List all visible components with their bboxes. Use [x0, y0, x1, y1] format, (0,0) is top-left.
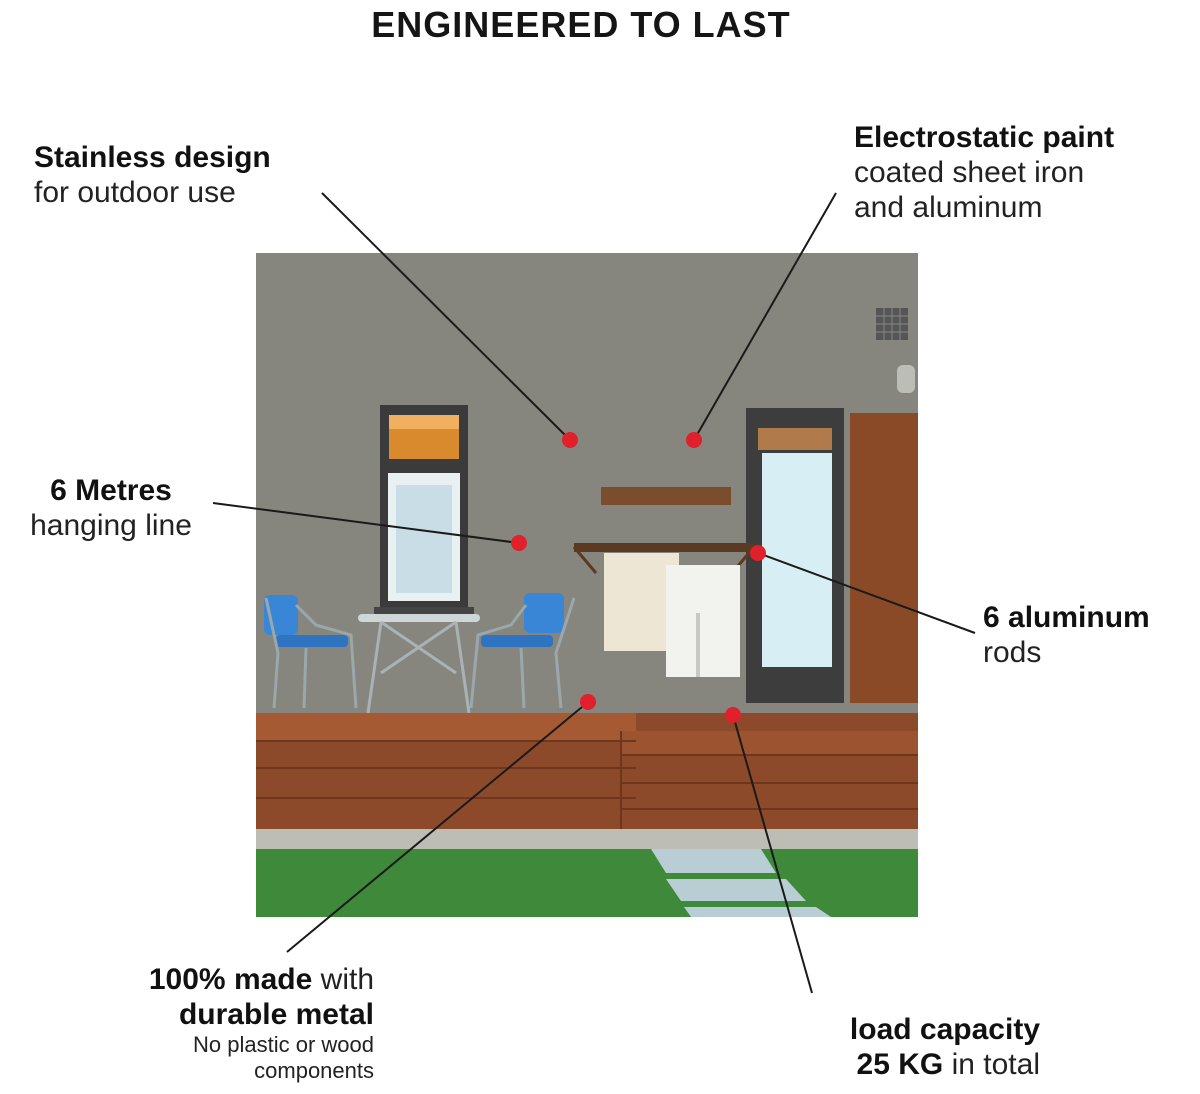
- product-photo: [256, 253, 918, 917]
- callout-load-bold2: 25 KG: [856, 1048, 944, 1081]
- callout-stainless-text: for outdoor use: [34, 176, 236, 209]
- callout-metres: 6 Metres hanging line: [6, 473, 216, 543]
- drying-rack: [574, 543, 754, 552]
- marker-dot-paint: [686, 432, 702, 448]
- marker-dot-rods: [750, 545, 766, 561]
- callout-metres-text: hanging line: [30, 509, 192, 542]
- callout-load-rest2: in total: [943, 1048, 1040, 1081]
- callout-load: load capacity 25 KG in total: [760, 1012, 1040, 1082]
- marker-dot-metal: [580, 694, 596, 710]
- callout-metal-small1: No plastic or wood: [193, 1032, 374, 1057]
- leader-stainless: [321, 192, 571, 441]
- callout-rods-title: 6 aluminum: [983, 601, 1150, 634]
- marker-dot-stainless: [562, 432, 578, 448]
- chair-right: [469, 593, 576, 709]
- callout-stainless: Stainless design for outdoor use: [34, 140, 271, 210]
- callout-metres-title: 6 Metres: [50, 474, 172, 507]
- callout-stainless-title: Stainless design: [34, 141, 271, 174]
- leader-metres: [212, 502, 520, 544]
- callout-metal: 100% made with durable metal No plastic …: [40, 962, 374, 1084]
- callout-metal-small2: components: [254, 1058, 374, 1083]
- leader-rods: [757, 552, 976, 634]
- callout-metal-rest1: with: [312, 963, 374, 996]
- callout-load-bold1: load capacity: [849, 1013, 1040, 1046]
- marker-dot-metres: [511, 535, 527, 551]
- wall-shelf: [601, 487, 731, 505]
- callout-metal-bold1: 100% made: [148, 963, 313, 996]
- callout-paint-line2: coated sheet iron: [854, 156, 1085, 189]
- callout-paint-line3: and aluminum: [854, 191, 1043, 224]
- callout-paint-title: Electrostatic paint: [854, 121, 1115, 154]
- marker-dot-load: [725, 707, 741, 723]
- callout-rods-text: rods: [983, 636, 1042, 669]
- page-title: ENGINEERED TO LAST: [371, 4, 791, 45]
- lawn: [256, 849, 918, 917]
- patio-scene-illustration: [256, 253, 918, 917]
- leader-load: [732, 714, 813, 994]
- leader-metal: [286, 701, 589, 953]
- callout-metal-bold2: durable metal: [178, 998, 374, 1031]
- callout-paint: Electrostatic paint coated sheet iron an…: [854, 120, 1114, 225]
- callout-rods: 6 aluminum rods: [983, 600, 1150, 670]
- chair-left: [264, 595, 358, 709]
- leader-paint: [693, 192, 837, 441]
